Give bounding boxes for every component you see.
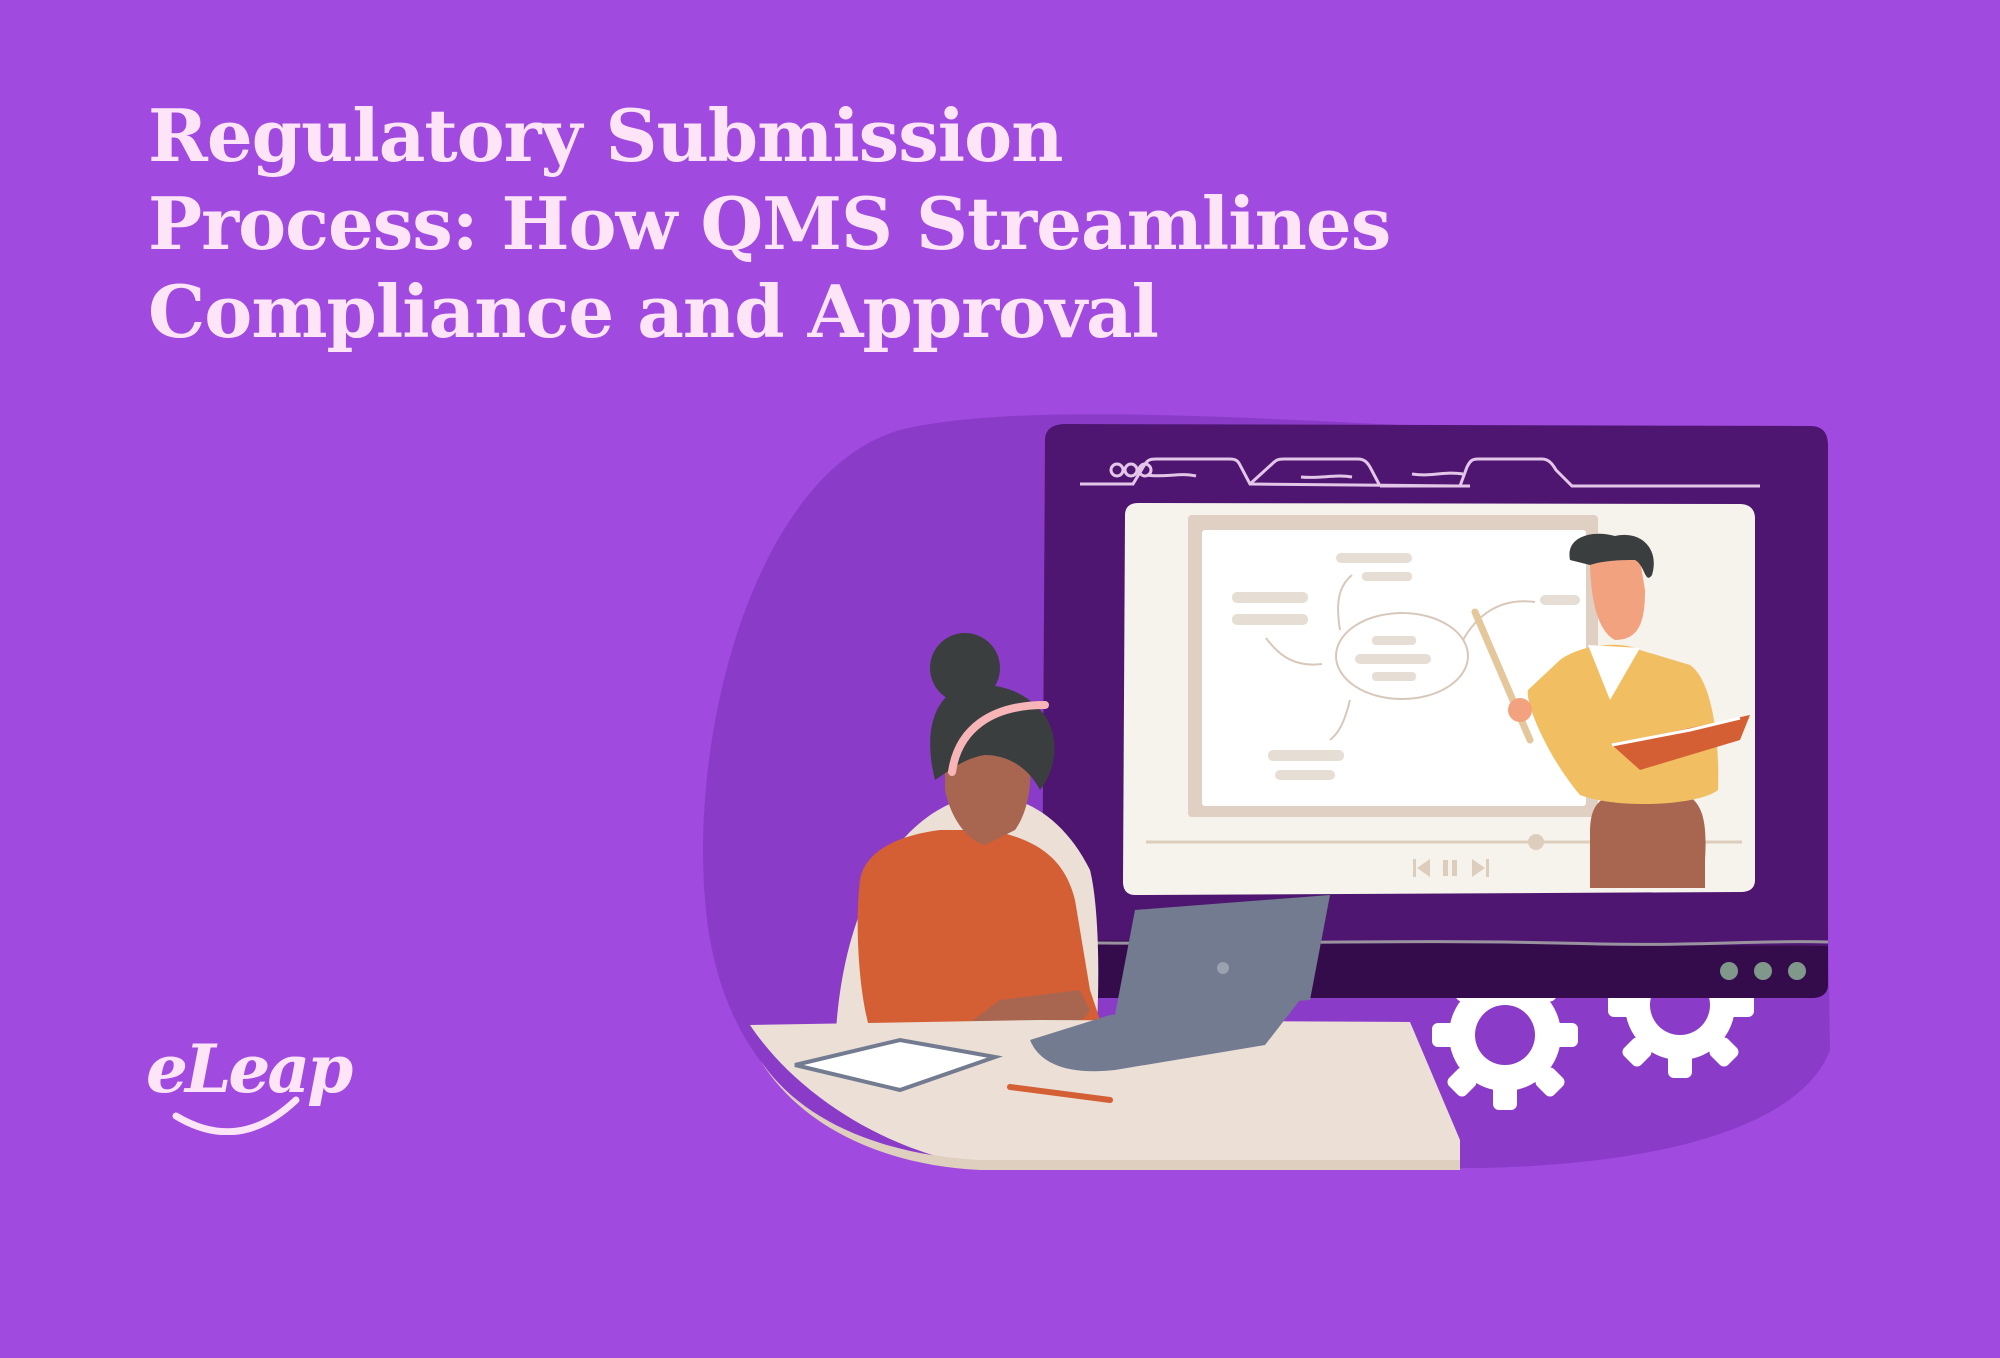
laptop — [1115, 895, 1330, 1015]
pause-icon — [1443, 860, 1457, 876]
eleap-logo: eLeap — [146, 1030, 353, 1135]
window-dot — [1109, 462, 1125, 478]
laptop-logo-icon — [1217, 962, 1229, 974]
student-figure — [857, 633, 1100, 1039]
browser-tab-bar — [1080, 457, 1760, 488]
mindmap-arrows — [1265, 574, 1536, 741]
notebook — [794, 1037, 1003, 1093]
window-dot — [1123, 462, 1139, 478]
video-progress-handle — [1528, 834, 1544, 850]
logo-swoosh-icon — [172, 1096, 300, 1135]
headline-line-3: Compliance and Approval — [148, 269, 1159, 354]
status-dot — [1788, 962, 1806, 980]
headline-line-1: Regulatory Submission — [148, 93, 1063, 178]
previous-icon — [1413, 859, 1430, 877]
mindmap-text-lines — [1232, 553, 1580, 780]
next-icon — [1472, 859, 1489, 877]
headline: Regulatory Submission Process: How QMS S… — [148, 92, 1391, 356]
headline-line-2: Process: How QMS Streamlines — [148, 181, 1391, 266]
pen — [1007, 1084, 1113, 1103]
status-dot — [1720, 962, 1738, 980]
teacher-figure — [1471, 533, 1750, 888]
player-controls — [1413, 859, 1489, 877]
logo-text: eLeap — [146, 1030, 353, 1108]
status-dot — [1754, 962, 1772, 980]
